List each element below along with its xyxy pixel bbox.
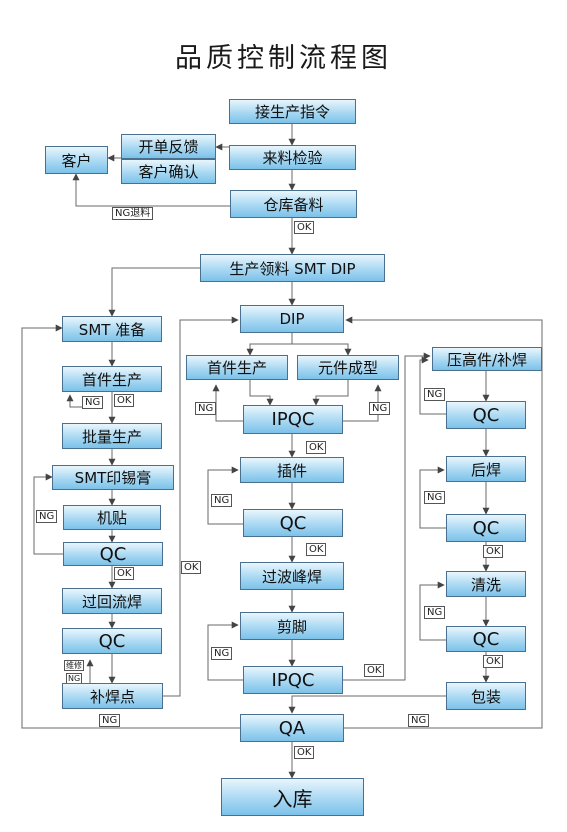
arrow-warehouse-ng-to-customer (72, 173, 230, 207)
node-storage: 入库 (221, 778, 364, 816)
tag-ok-r-qc3: OK (483, 655, 504, 668)
node-material-pick: 生产领料 SMT DIP (200, 254, 385, 282)
tag-ok-dip-ipqc: OK (306, 441, 327, 454)
tag-ok-warehouse: OK (294, 221, 315, 234)
tag-ng-return: NG退料 (112, 207, 154, 220)
tag-ok-dip-ipqc2: OK (364, 664, 385, 677)
node-smt-solder-paste: SMT印锡膏 (52, 465, 174, 490)
node-press-fit: 压高件/补焊 (432, 347, 542, 371)
tag-ng-dip-ipqc-right: NG (369, 402, 391, 415)
arrow-smt-qc-ng-loop (33, 473, 63, 555)
arrow-dip-to-first (246, 333, 293, 356)
arrow-r-qc1-ng-loop (419, 356, 446, 415)
arrow-r-qc2-ng-loop (419, 466, 446, 529)
arrow-dip-ipqc-ng-left (212, 384, 243, 422)
arrow-qa-ng-loop-left (21, 324, 240, 729)
tag-ng-smt-qc1: NG (36, 510, 58, 523)
tag-ng-r-qc2: NG (424, 491, 446, 504)
tag-ok-smt-qc1: OK (114, 567, 135, 580)
node-production-order: 接生产指令 (229, 99, 356, 124)
arrow-qa-ng-loop-right (344, 316, 543, 729)
node-smt-touchup: 补焊点 (62, 683, 163, 709)
node-warehouse-prep: 仓库备料 (230, 190, 357, 218)
arrow-smt-touchup-to-dip (163, 316, 239, 697)
node-smt-prep: SMT 准备 (62, 316, 162, 342)
arrow-picking-to-smt (108, 267, 200, 317)
tag-ng-dip-qc: NG (211, 494, 233, 507)
node-r-qc1: QC (446, 401, 526, 429)
node-incoming-inspection: 来料检验 (229, 145, 356, 170)
tag-ok-dip-qc: OK (306, 543, 327, 556)
arrow-dip-ipqc-ng-right (343, 384, 382, 422)
tag-ok-qa: OK (294, 746, 315, 759)
node-smt-qc1: QC (63, 542, 163, 566)
node-qa: QA (240, 714, 344, 742)
node-dip-forming: 元件成型 (297, 355, 399, 380)
node-smt-qc2: QC (62, 628, 162, 654)
tag-repair: 维修 (64, 660, 84, 671)
node-dip-ipqc2: IPQC (243, 666, 343, 694)
tag-ok-smt-to-dip: OK (181, 561, 202, 574)
tag-ng-r-qc1: NG (424, 388, 446, 401)
node-packing: 包装 (446, 682, 526, 710)
node-dip-qc: QC (243, 509, 343, 537)
tag-ng-dip-ipqc2: NG (211, 647, 233, 660)
tag-ng-qa-right: NG (408, 714, 430, 727)
node-customer: 客户 (45, 146, 108, 174)
arrow-dip-qc-ng-loop (207, 466, 243, 525)
node-dip-cut: 剪脚 (240, 612, 344, 640)
arrow-dip-ipqc2-ng-loop (207, 621, 243, 681)
arrow-packing-to-qa (288, 695, 446, 714)
node-issue-feedback: 开单反馈 (121, 134, 216, 159)
node-dip-wave: 过波峰焊 (240, 562, 344, 590)
node-smt-reflow: 过回流焊 (62, 588, 162, 614)
arrow-dip-to-forming (292, 343, 352, 356)
node-dip-ipqc1: IPQC (243, 405, 343, 434)
tag-ng-qa-left: NG (99, 714, 121, 727)
arrow-smt-first-ng-loop (66, 394, 84, 408)
node-r-qc2: QC (446, 514, 526, 542)
node-dip-first-article: 首件生产 (186, 355, 288, 380)
node-smt-mount: 机贴 (63, 505, 161, 530)
node-smt-first-article: 首件生产 (62, 366, 162, 392)
node-smt-batch: 批量生产 (62, 423, 162, 449)
arrow-dip-ipqc2-to-press (343, 352, 431, 681)
node-r-qc3: QC (446, 626, 526, 652)
tag-ng-smt-first: NG (82, 396, 104, 409)
node-post-weld: 后焊 (446, 456, 526, 482)
arrow-r-qc3-ng-loop (419, 581, 446, 641)
node-customer-confirm: 客户确认 (121, 159, 216, 184)
arrow-dip-forming-to-ipqc (312, 380, 349, 406)
tag-ng-dip-ipqc-left: NG (195, 402, 217, 415)
page-title: 品质控制流程图 (175, 43, 392, 74)
tag-ok-r-qc2: OK (483, 545, 504, 558)
node-dip-insert: 插件 (240, 457, 344, 483)
node-dip: DIP (240, 305, 344, 333)
arrow-dip-first-to-ipqc (249, 380, 274, 406)
tag-ng-r-qc3: NG (424, 606, 446, 619)
node-cleaning: 清洗 (446, 571, 526, 597)
tag-ok-smt-first: OK (114, 394, 135, 407)
